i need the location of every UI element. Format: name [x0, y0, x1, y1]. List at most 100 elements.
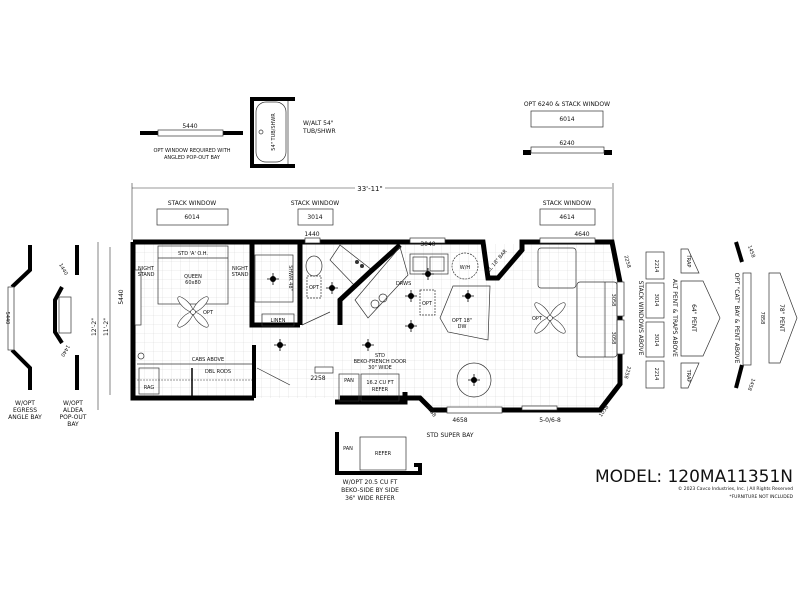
smoke-detector-icon	[137, 352, 145, 360]
width-dimensions: 12'-2" 11'-2" 5440	[91, 242, 125, 410]
dimension-label: 5440	[118, 289, 125, 304]
copyright-text: © 2023 Cavco Industries, Inc. | All Righ…	[678, 485, 793, 492]
room-label: STAND	[232, 272, 249, 278]
closet-label: DBL RODS	[205, 369, 231, 375]
cabinet-label: DRWS	[396, 281, 411, 287]
room-label: NIGHT	[232, 266, 249, 272]
dimension-label: 12'-2"	[91, 318, 98, 336]
window-size-label: 6014	[559, 116, 574, 123]
fixture-label: OPT	[422, 301, 433, 307]
option-label: ANGLE BAY	[8, 414, 42, 421]
room-label: STD 'A' O.H.	[178, 251, 208, 257]
window-size-label: 3058	[610, 332, 616, 345]
alt-pent-traps-option: TRAP TRAP 64" PENT ALT PENT & TRAPS ABOV…	[671, 248, 721, 389]
bed-label: QUEEN	[184, 274, 202, 280]
bath-door[interactable]	[301, 311, 331, 326]
stack-window-title: STACK WINDOW	[543, 200, 592, 207]
bathroom: SHWR 48" LINEN OPT	[249, 243, 402, 328]
exterior-walls: 1440 3040 4640 2258 3058 3058 2258 2258 …	[130, 231, 632, 439]
window-size-label: 2258	[310, 375, 325, 382]
option-label: W/OPT 20.5 CU FT	[343, 479, 398, 486]
opt-stack-window-detail: OPT 6240 & STACK WINDOW 6014 6240	[523, 101, 612, 155]
model-number: MODEL: 120MA11351N	[595, 467, 793, 487]
window-size-label: 2258	[622, 365, 631, 379]
option-label: ALDEA	[63, 407, 84, 414]
option-label: STACK WINDOWS ABOVE	[637, 281, 644, 356]
option-label: BAY	[67, 421, 79, 428]
window-size-label: 5440	[182, 123, 197, 130]
window-size-label: 1458	[746, 377, 756, 391]
window-size-label: 3040	[420, 241, 435, 248]
note-text: ANGLED POP-OUT BAY	[164, 155, 221, 161]
room-label: NIGHT	[138, 266, 155, 272]
window-size-label: 4614	[559, 214, 574, 221]
entry-door[interactable]	[256, 367, 291, 386]
refrigerator-note: STD	[375, 353, 385, 359]
armchair	[537, 247, 577, 289]
window-size-label: 2214	[653, 368, 659, 381]
option-label: TRAP	[685, 369, 691, 383]
option-label: 78" PENT	[778, 304, 785, 332]
window-size-label: 6240	[559, 140, 574, 147]
window-size-label: 1440	[304, 231, 319, 238]
note-text: OPT WINDOW REQUIRED WITH	[153, 148, 230, 154]
dimension-label: 11'-2"	[103, 318, 110, 336]
option-label: ALT PENT & TRAPS ABOVE	[671, 279, 678, 357]
fixture-label: SHWR 48"	[287, 265, 293, 291]
side-by-side-refer-option: PAN REFER W/OPT 20.5 CU FT BEKO-SIDE BY …	[335, 432, 422, 502]
living-room: OPT	[456, 247, 618, 398]
window-size-label: 6014	[184, 214, 199, 221]
closet-label: CABS ABOVE	[192, 357, 224, 363]
room-label: STAND	[138, 272, 155, 278]
overall-length-dimension: 33'-11"	[131, 183, 614, 240]
window-size-label: 3014	[307, 214, 322, 221]
stack-window-1: STACK WINDOW 6014	[156, 200, 229, 226]
window-size-label: 4640	[574, 231, 589, 238]
dishwasher-label: DW	[458, 324, 467, 330]
option-label: W/OPT	[63, 400, 83, 407]
fixture-label: OPT	[309, 285, 320, 291]
window-size-label: 3058	[610, 294, 616, 307]
tub-label: 54" TUB/SHWR	[271, 113, 277, 151]
dishwasher-label: OPT 18"	[452, 318, 472, 324]
pantry-label: PAN	[344, 378, 354, 384]
note-text: OPT 6240 & STACK WINDOW	[524, 101, 610, 108]
model-footer: MODEL: 120MA11351N © 2023 Cavco Industri…	[595, 467, 794, 500]
fan-label: OPT	[532, 316, 543, 322]
room-label: STD SUPER BAY	[426, 432, 473, 439]
alt-tub-detail: 54" TUB/SHWR W/ALT 54" TUB/SHWR	[250, 97, 336, 168]
refrigerator-note: 30" WIDE	[368, 365, 392, 371]
kitchen-island	[439, 285, 491, 341]
aldea-pop-out-bay-option: 1440 1440 W/OPT ALDEA POP-OUT BAY	[53, 245, 87, 428]
option-label: BEKO-SIDE BY SIDE	[341, 487, 399, 494]
bedroom-side-window	[134, 269, 142, 326]
window-size-label: 1458	[746, 245, 756, 259]
water-heater-label: W/H	[460, 265, 471, 271]
cat-bay-pent-option: 7858 1458 1458 OPT "CAT" BAY & PENT ABOV…	[733, 241, 798, 391]
stack-window-3: STACK WINDOW 4614	[539, 200, 596, 226]
dining-table	[456, 362, 492, 398]
stack-window-2: STACK WINDOW 3014	[291, 200, 340, 226]
refrigerator-note: BEKO-FRENCH DOOR	[354, 359, 407, 365]
stack-window-title: STACK WINDOW	[291, 200, 340, 207]
bedroom: STD 'A' O.H. NIGHT STAND NIGHT STAND QUE…	[137, 245, 256, 398]
refrigerator-label: REFER	[375, 451, 392, 457]
opt-window-detail: 5440 OPT WINDOW REQUIRED WITH ANGLED POP…	[140, 123, 243, 161]
room-label: LINEN	[271, 318, 286, 324]
option-label: EGRESS	[13, 407, 37, 414]
window-size-label: 3014	[653, 334, 659, 347]
option-label: POP-OUT	[60, 414, 87, 421]
stack-windows-above-option: 2214 3014 3014 2214 STACK WINDOWS ABOVE	[637, 251, 665, 389]
door-size-label: 5-0/6-8	[539, 417, 561, 424]
window-size-label: 3014	[653, 294, 659, 307]
note-text: W/ALT 54"	[303, 120, 334, 127]
window-size-label: 2258	[622, 255, 631, 269]
kitchen: DRWS W/H CL 18" BAR OPT OPT 18" DW PAN 1…	[256, 246, 509, 402]
option-label: TRAP	[685, 254, 691, 268]
pantry-label: PAN	[343, 446, 353, 452]
window-size-label: 4658	[452, 417, 467, 424]
egress-angle-bay-option: 5440 W/OPT EGRESS ANGLE BAY	[4, 245, 42, 421]
window-size-label: 2214	[653, 260, 659, 273]
